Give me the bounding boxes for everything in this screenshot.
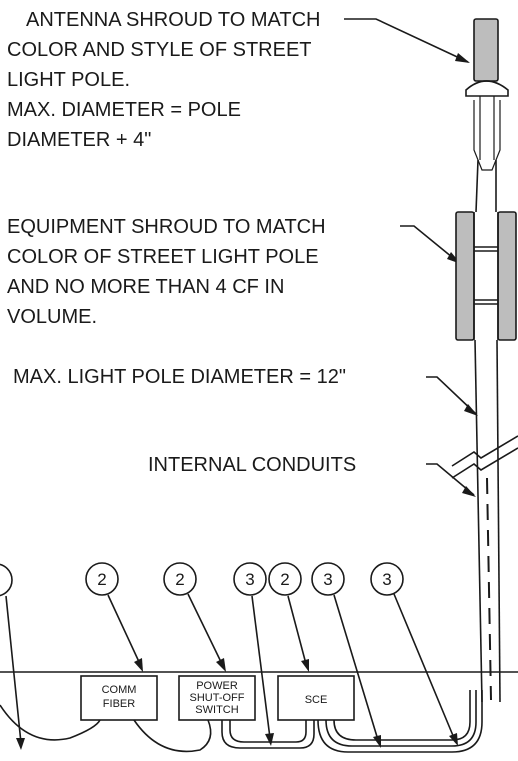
leader-partial-arrow — [16, 738, 25, 750]
conduits-leader-arrow — [462, 486, 476, 497]
leader-3-arrow — [265, 733, 274, 746]
conduit-sce-pole-2 — [325, 690, 477, 747]
antenna-shroud — [473, 18, 499, 82]
leader-lines — [344, 18, 478, 497]
antenna-leader — [344, 18, 469, 63]
conduit-runs — [0, 690, 483, 753]
pole-lower-right — [496, 339, 501, 703]
power-switch-box: POWER SHUT-OFF SWITCH — [178, 675, 256, 721]
power-switch-vault — [178, 675, 256, 721]
equipment-note-line-1: EQUIPMENT SHROUD TO MATCH — [7, 216, 326, 238]
antenna-mount — [473, 100, 501, 171]
conduit-sce-pole-1 — [317, 690, 483, 753]
balloon-4-number: 2 — [280, 570, 289, 589]
leader-3 — [251, 595, 271, 739]
leader-1 — [107, 594, 141, 665]
conduits-leader — [426, 463, 475, 496]
internal-conduit — [486, 477, 492, 701]
antenna-leader-arrow — [455, 53, 470, 63]
balloon-partial — [0, 563, 13, 597]
equipment-shroud-note: EQUIPMENT SHROUD TO MATCH COLOR OF STREE… — [7, 216, 326, 328]
sce-box: SCE — [277, 675, 355, 721]
antenna-note-line-1: ANTENNA SHROUD TO MATCH — [26, 9, 320, 31]
leader-partial — [5, 595, 22, 744]
street-light-pole — [451, 18, 518, 703]
balloon-2-circle — [163, 562, 197, 596]
antenna-note-line-5: DIAMETER + 4" — [7, 129, 151, 151]
internal-conduits-note: INTERNAL CONDUITS — [148, 454, 356, 476]
equipment-leader — [400, 225, 459, 263]
equipment-note-line-3: AND NO MORE THAN 4 CF IN — [7, 276, 284, 298]
equipment-shroud-right — [497, 211, 517, 341]
antenna-note-line-4: MAX. DIAMETER = POLE — [7, 99, 241, 121]
conduit-comm-power — [133, 719, 212, 753]
callout-balloons: 2 2 3 2 3 3 — [0, 562, 404, 597]
balloon-4-circle — [268, 562, 302, 596]
conduit-power-sce-outer — [221, 720, 315, 749]
power-switch-label-3: SWITCH — [195, 704, 238, 716]
comm-fiber-label-1: COMM — [102, 684, 137, 696]
power-switch-label-2: SHUT-OFF — [190, 692, 245, 704]
leader-6-arrow — [449, 733, 458, 746]
comm-fiber-box: COMM FIBER — [80, 675, 158, 721]
balloon-5-circle — [311, 562, 345, 596]
conduit-sce-pole-3 — [333, 690, 471, 741]
balloon-3-number: 3 — [245, 570, 254, 589]
equipment-note-line-2: COLOR OF STREET LIGHT POLE — [7, 246, 319, 268]
antenna-note-line-3: LIGHT POLE. — [7, 69, 130, 91]
antenna-note-line-2: COLOR AND STYLE OF STREET — [7, 39, 312, 61]
sce-vault — [277, 675, 355, 721]
comm-fiber-vault — [80, 675, 158, 721]
balloon-6-number: 3 — [382, 570, 391, 589]
balloon-1-circle — [85, 562, 119, 596]
balloon-5-number: 3 — [323, 570, 332, 589]
break-mark-upper — [451, 435, 518, 467]
leader-1-arrow — [134, 658, 143, 672]
leader-5 — [333, 594, 379, 741]
antenna-shroud-note: ANTENNA SHROUD TO MATCH COLOR AND STYLE … — [7, 9, 320, 151]
equipment-note-line-4: VOLUME. — [7, 306, 97, 328]
leader-4 — [287, 595, 307, 665]
power-switch-label-1: POWER — [196, 680, 238, 692]
leader-6 — [393, 593, 455, 739]
equipment-shroud-left — [455, 211, 475, 341]
balloon-2-number: 2 — [175, 570, 184, 589]
sce-label: SCE — [305, 694, 328, 706]
leader-2 — [187, 593, 223, 665]
pole-lower-left — [474, 339, 483, 703]
pole-diameter-leader-arrow — [464, 404, 478, 416]
leader-2-arrow — [216, 658, 226, 672]
max-pole-diameter-note: MAX. LIGHT POLE DIAMETER = 12" — [13, 366, 346, 388]
antenna-cap — [465, 80, 509, 97]
pole-upper-left — [475, 159, 479, 213]
leader-5-arrow — [373, 735, 381, 748]
balloon-6-circle — [370, 562, 404, 596]
conduit-left-comm — [0, 704, 101, 741]
balloon-1-number: 2 — [97, 570, 106, 589]
comm-fiber-label-2: FIBER — [103, 698, 135, 710]
leader-4-arrow — [301, 659, 309, 672]
balloon-3-circle — [233, 562, 267, 596]
pole-diameter-leader — [426, 376, 477, 415]
break-mark-lower — [451, 447, 518, 479]
balloon-leaders — [5, 593, 458, 750]
